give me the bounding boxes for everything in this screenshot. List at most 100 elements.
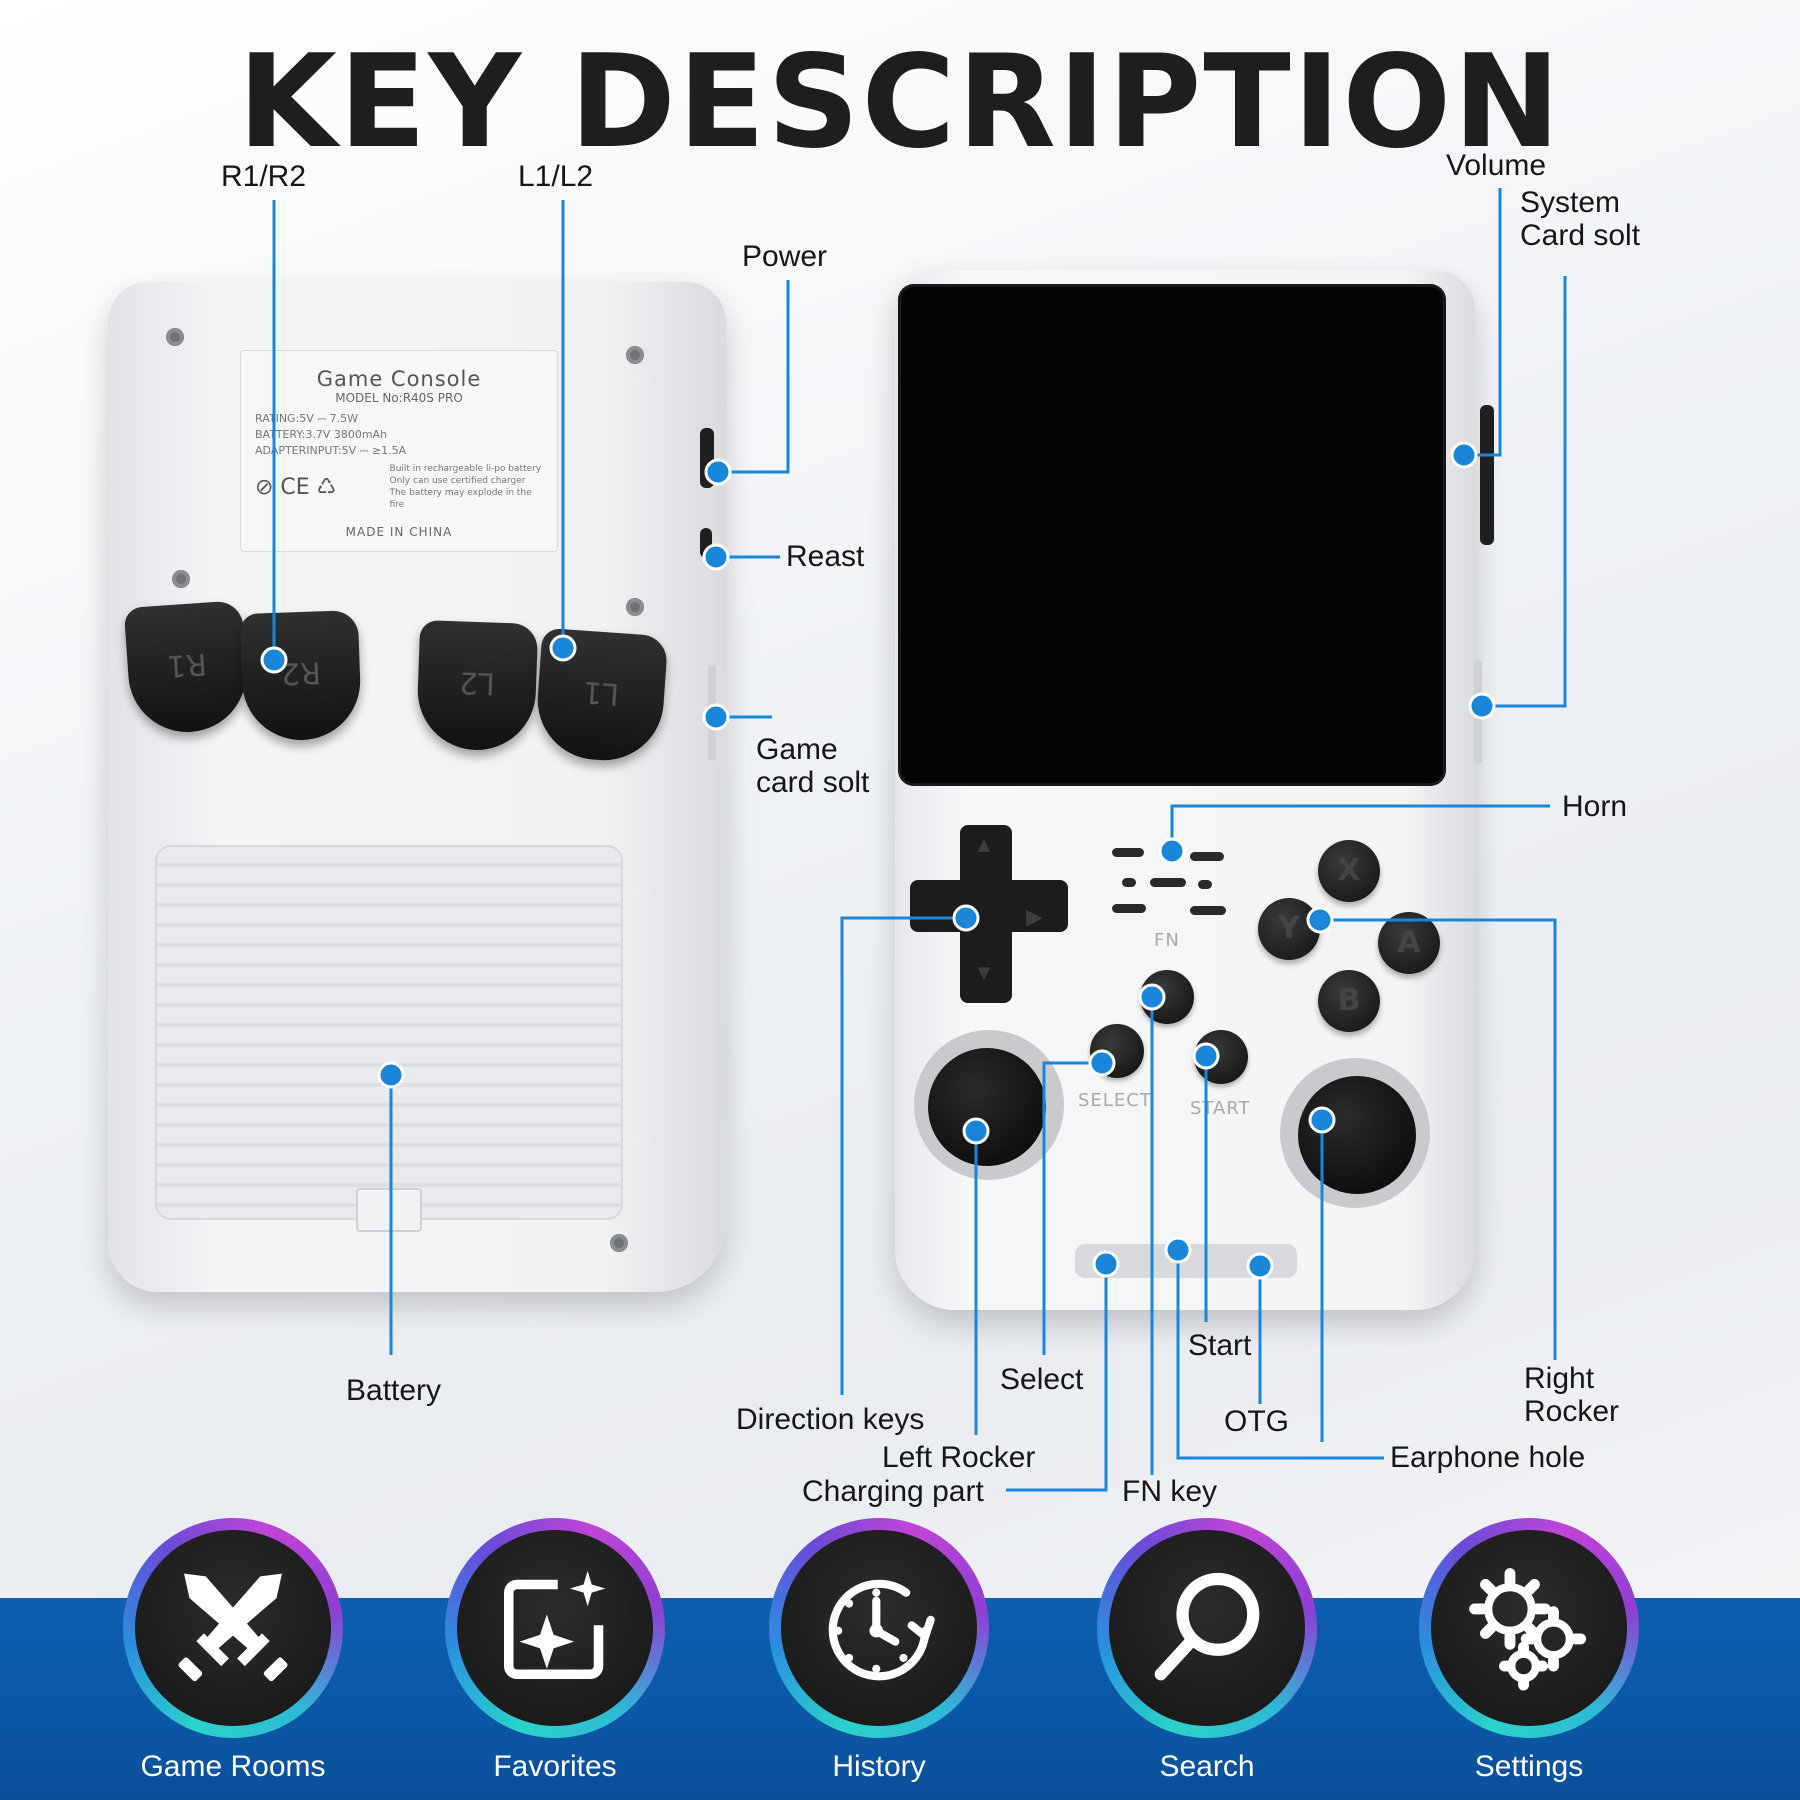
nav-label: Settings — [1474, 1750, 1584, 1783]
spec-sticker: Game Console MODEL No:R40S PRO RATING:5V… — [240, 350, 558, 552]
left-rocker-dot — [962, 1117, 990, 1145]
crossed-swords-icon — [178, 1573, 288, 1682]
sticker-marks-row: ⊘ CE ♺ Built in rechargeable li-po batte… — [255, 463, 543, 511]
label-earphone: Earphone hole — [1390, 1441, 1586, 1474]
direction-leader — [840, 916, 966, 1395]
label-start: Start — [1188, 1329, 1252, 1362]
select-dot — [1088, 1049, 1116, 1077]
nav-label: History — [832, 1750, 926, 1783]
power-dot — [704, 458, 732, 486]
label-l1l2: L1/L2 — [518, 160, 594, 193]
sticker-title: Game Console — [316, 367, 482, 391]
nav-search[interactable]: Search — [1092, 1518, 1322, 1800]
reast-dot — [702, 543, 730, 571]
screw — [172, 570, 190, 588]
fn-dot — [1138, 983, 1166, 1011]
charging-leader — [1006, 1264, 1108, 1492]
speaker-grille — [1112, 904, 1146, 913]
abxy-leader — [1320, 918, 1557, 1360]
label-game-card: Game card solt — [756, 733, 870, 799]
display-screen — [898, 284, 1446, 786]
clock-history-icon — [828, 1579, 935, 1681]
label-otg: OTG — [1224, 1405, 1289, 1438]
gears-icon — [1469, 1568, 1587, 1691]
sparkle-image-icon — [504, 1570, 606, 1679]
page-title: KEY DESCRIPTION — [237, 28, 1563, 177]
label-reast: Reast — [786, 540, 865, 573]
nav-settings[interactable]: Settings — [1414, 1518, 1644, 1800]
speaker-grille — [1112, 848, 1144, 857]
dpad-horizontal — [910, 880, 1068, 932]
sticker-adapter: ADAPTERINPUT:5V ⎓ ≥1.5A — [255, 444, 407, 457]
dpad-right-icon: ▶ — [1026, 904, 1043, 929]
sticker-made-in: MADE IN CHINA — [345, 525, 453, 539]
select-leader — [1042, 1061, 1102, 1355]
volume-dot — [1450, 441, 1478, 469]
system-card-dot — [1468, 692, 1496, 720]
label-charging: Charging part — [802, 1475, 984, 1508]
game-card-dot — [702, 703, 730, 731]
label-battery: Battery — [346, 1374, 442, 1407]
right-rocker — [1298, 1076, 1416, 1194]
screw — [610, 1234, 628, 1252]
power-leader — [718, 280, 790, 474]
speaker-grille — [1190, 906, 1226, 915]
volume-leader — [1464, 188, 1502, 457]
abxy-dot — [1306, 906, 1334, 934]
earphone-leader — [1176, 1250, 1384, 1460]
dpad-up-icon: ▲ — [973, 832, 995, 857]
otg-dot — [1246, 1252, 1274, 1280]
label-horn: Horn — [1562, 790, 1628, 823]
x-button: X — [1318, 840, 1380, 902]
dpad-down-icon: ▼ — [973, 960, 995, 985]
horn-leader — [1170, 804, 1550, 851]
sticker-warning-2: Only can use certified charger — [389, 476, 526, 486]
nav-favorites[interactable]: Favorites — [440, 1518, 670, 1800]
speaker-grille — [1122, 878, 1136, 887]
certification-marks-icon: ⊘ CE ♺ — [255, 474, 337, 500]
horn-dot — [1158, 837, 1186, 865]
label-left-rocker: Left Rocker — [882, 1441, 1036, 1474]
y-button: Y — [1258, 898, 1320, 960]
sticker-warning-3: The battery may explode in the fire — [389, 488, 532, 510]
start-dot — [1192, 1042, 1220, 1070]
nav-label: Game Rooms — [140, 1750, 326, 1783]
screw — [626, 598, 644, 616]
select-caption: SELECT — [1078, 1090, 1152, 1111]
r1r2-dot — [260, 646, 288, 674]
sticker-rating: RATING:5V ⎓ 7.5W — [255, 412, 358, 425]
earphone-dot — [1164, 1236, 1192, 1264]
a-button: A — [1378, 912, 1440, 974]
speaker-grille — [1190, 852, 1224, 861]
l1l2-dot — [549, 634, 577, 662]
battery-cover — [155, 845, 623, 1220]
direction-dot — [952, 904, 980, 932]
label-power: Power — [742, 240, 828, 273]
label-fn-key: FN key — [1122, 1475, 1218, 1508]
battery-dot — [377, 1061, 405, 1089]
left-rocker — [928, 1048, 1046, 1166]
label-r1r2: R1/R2 — [221, 160, 307, 193]
screw — [166, 328, 184, 346]
label-select: Select — [1000, 1363, 1084, 1396]
system-card-leader — [1482, 276, 1567, 708]
nav-core — [1109, 1530, 1305, 1726]
speaker-grille — [1198, 880, 1212, 889]
right-rocker-dot — [1308, 1106, 1336, 1134]
battery-latch — [356, 1188, 422, 1232]
label-volume: Volume — [1446, 149, 1547, 182]
nav-history[interactable]: History — [764, 1518, 994, 1800]
screw — [626, 346, 644, 364]
label-direction: Direction keys — [736, 1403, 925, 1436]
magnifier-icon — [1154, 1572, 1260, 1681]
b-button: B — [1318, 970, 1380, 1032]
label-right-rocker: Right Rocker — [1524, 1362, 1620, 1428]
nav-game-rooms[interactable]: Game Rooms — [118, 1518, 348, 1800]
speaker-grille — [1150, 878, 1186, 887]
nav-label: Favorites — [493, 1750, 617, 1783]
label-system-card: System Card solt — [1520, 186, 1641, 252]
sticker-warning-1: Built in rechargeable li-po battery — [389, 464, 542, 474]
fn-caption: FN — [1154, 930, 1180, 951]
charging-dot — [1092, 1250, 1120, 1278]
